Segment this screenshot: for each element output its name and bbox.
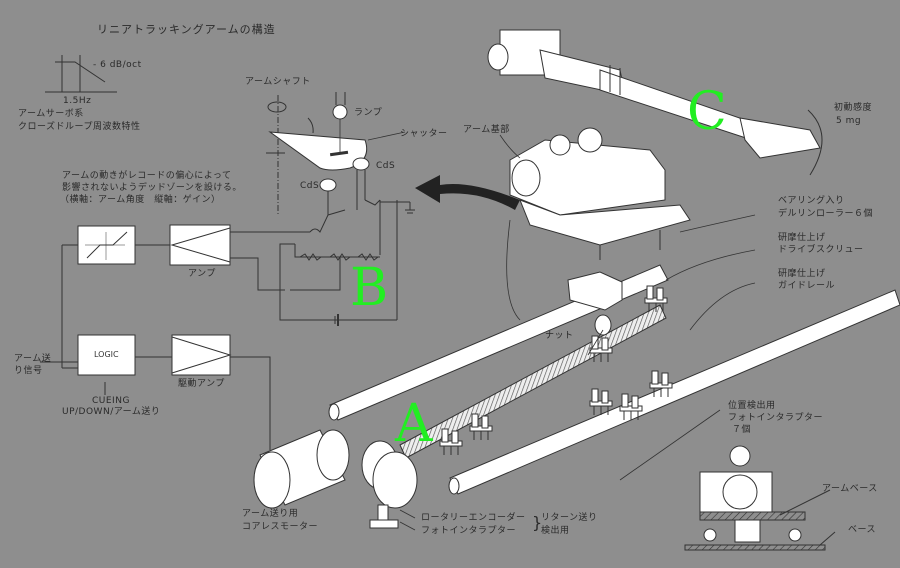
- shutter-plate: [268, 131, 368, 171]
- arm-shaft-label: アームシャフト: [245, 77, 311, 87]
- photo-interrupter: [439, 428, 463, 455]
- carriage: [567, 271, 623, 311]
- drive-amp-block: [171, 334, 232, 376]
- arm-feed-signal-line2: り信号: [14, 366, 43, 376]
- shutter-slit: [329, 150, 349, 157]
- battery: [334, 314, 339, 326]
- rail-label-line1: 研摩仕上げ: [778, 269, 826, 279]
- bode-caption-line2: クローズドループ周波数特性: [18, 122, 141, 132]
- initial-sensitivity-line1: 初動感度: [834, 103, 873, 113]
- photo-interrupter: [644, 285, 668, 312]
- bode-freq-label: 1.5Hz: [63, 96, 92, 106]
- photo-interrupter: [589, 388, 613, 415]
- deadzone-note-line1: アームの動きがレコードの偏心によって: [62, 171, 232, 181]
- drive-screw: [399, 304, 667, 459]
- logic-label: LOGIC: [94, 350, 119, 359]
- bode-slope-label: - 6 dB/oct: [93, 60, 142, 70]
- arm-base-block: [509, 127, 691, 260]
- return-label-line2: 検出用: [541, 526, 570, 536]
- amp-label: アンプ: [188, 269, 216, 279]
- diagram-title: リニアトラッキングアームの構造: [97, 23, 276, 36]
- cross-section: [684, 445, 836, 551]
- drive-amp-label: 駆動アンプ: [178, 379, 225, 389]
- resistors: [299, 253, 379, 261]
- photo-interrupter: [649, 370, 673, 397]
- marker-a: A: [395, 394, 433, 454]
- deadzone-note-line3: （横軸：アーム角度 縦軸：ゲイン）: [60, 195, 221, 205]
- arm-feed-signal-line1: アーム送: [14, 354, 52, 364]
- shutter-leader: [367, 131, 406, 141]
- shutter-label: シャッター: [400, 129, 448, 139]
- return-label-line1: リターン送り: [541, 513, 598, 523]
- bearing-label-line2: デルリンローラー６個: [778, 209, 874, 219]
- rail-label-line2: ガイドレール: [778, 281, 836, 291]
- amp-block: [169, 224, 231, 266]
- deadzone-block: [77, 225, 136, 265]
- cds-cell-1: [352, 157, 370, 171]
- sensitivity-arc: [807, 109, 823, 176]
- photo-interrupters: [439, 285, 673, 455]
- encoder-label: ロータリーエンコーダー: [421, 513, 526, 523]
- bearing-label-line1: ベアリング入り: [778, 196, 845, 206]
- lamp: [332, 92, 348, 152]
- arm-base-section-label: アームベース: [822, 484, 878, 494]
- logic-block: [77, 334, 136, 376]
- screw-label-line2: ドライブスクリュー: [778, 245, 864, 255]
- motor-label-line1: アーム送り用: [242, 509, 299, 519]
- circuit-wiring: [40, 170, 411, 450]
- leader-lines: [399, 134, 756, 531]
- tonearm: [487, 29, 821, 159]
- lamp-label: ランプ: [354, 108, 383, 118]
- cds-label-2: CdS: [300, 181, 320, 191]
- photo-interrupter-label: フォトインタラプター: [421, 526, 517, 536]
- position-sensor-line2: フォトインタラプター: [728, 413, 824, 423]
- photo-interrupter: [469, 413, 493, 440]
- bode-plot: [45, 55, 117, 93]
- base-section-label: ベース: [848, 525, 877, 535]
- guide-rail-front: [448, 289, 900, 495]
- position-sensor-line1: 位置検出用: [728, 401, 776, 411]
- marker-b: B: [350, 258, 389, 318]
- bode-caption-line1: アームサーボ系: [18, 109, 84, 119]
- screw-label-line1: 研摩仕上げ: [778, 233, 826, 243]
- deadzone-note-line2: 影響されないようデッドゾーンを設ける。: [62, 183, 242, 193]
- photo-interrupter: [589, 335, 613, 362]
- arm-shaft: [266, 95, 314, 215]
- arm-base-part-label: アーム基部: [463, 125, 510, 135]
- motor-label-line2: コアレスモーター: [242, 522, 319, 532]
- cds-label-1: CdS: [376, 161, 396, 171]
- cueing-label-line1: CUEING: [92, 396, 130, 406]
- position-sensor-line3: ７個: [732, 425, 752, 435]
- marker-c: C: [687, 82, 727, 142]
- brace: }: [532, 513, 543, 532]
- coreless-motor: [253, 429, 350, 509]
- photo-interrupter: [619, 393, 643, 420]
- cds-cell-2: [319, 178, 337, 192]
- encoder-wheel: [361, 440, 418, 529]
- pointer-arrow: [415, 175, 520, 210]
- ground-symbol: [405, 209, 415, 214]
- nut-label: ナット: [545, 331, 574, 341]
- cueing-label-line2: UP/DOWN/アーム送り: [62, 407, 161, 417]
- nut: [594, 314, 612, 336]
- initial-sensitivity-line2: 5 mg: [836, 116, 862, 126]
